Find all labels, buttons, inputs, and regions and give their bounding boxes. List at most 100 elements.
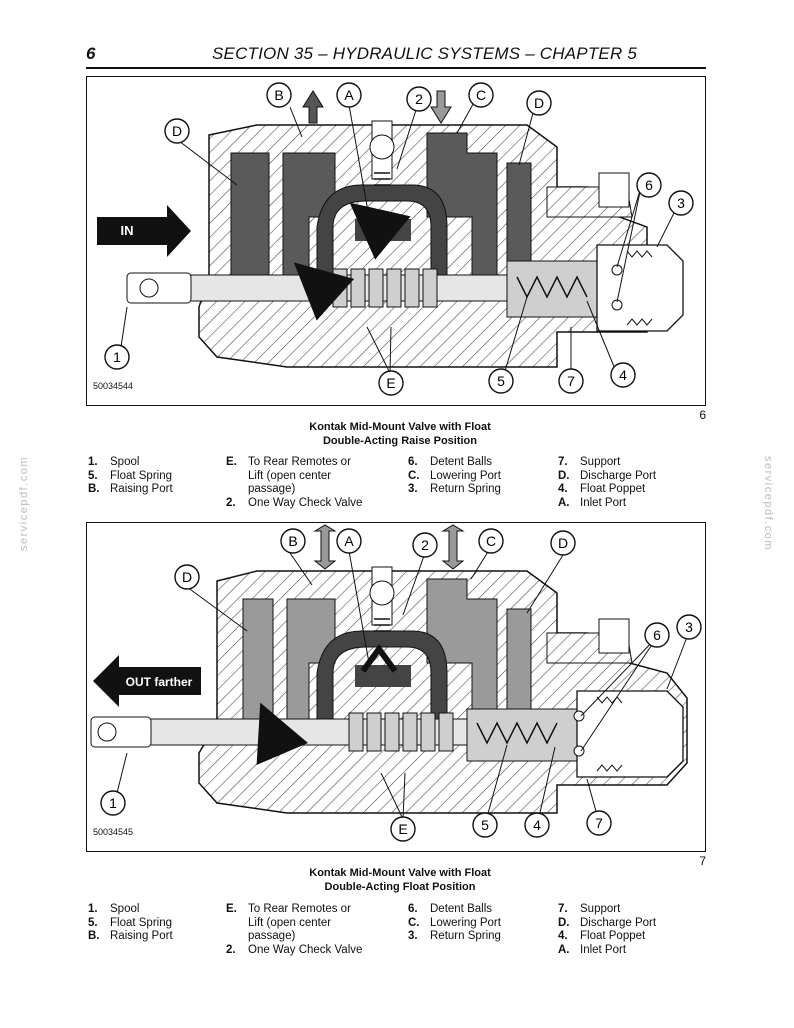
- callout-5: 5: [472, 812, 498, 838]
- svg-text:1: 1: [109, 795, 117, 811]
- svg-text:7: 7: [595, 815, 603, 831]
- callout-6: 6: [636, 172, 662, 198]
- callout-a: A: [336, 82, 362, 108]
- legend-item: E.To Rear Remotes or Lift (open center p…: [226, 903, 351, 942]
- legend-column-3: 6.Detent Balls C.Lowering Port 3.Return …: [408, 456, 501, 497]
- callout-b: B: [280, 528, 306, 554]
- valve-diagram-float: OUT farther B A 2 C D D 6 3 1 E 5 4: [90, 524, 702, 842]
- svg-text:D: D: [534, 95, 544, 111]
- svg-text:B: B: [288, 533, 297, 549]
- page-header: 6 SECTION 35 – HYDRAULIC SYSTEMS – CHAPT…: [86, 44, 706, 66]
- legend-column-4: 7.Support D.Discharge Port 4.Float Poppe…: [558, 903, 656, 957]
- svg-text:7: 7: [567, 373, 575, 389]
- raising-flow-arrow: [313, 524, 337, 570]
- svg-text:5: 5: [481, 817, 489, 833]
- callout-3: 3: [676, 614, 702, 640]
- callout-3: 3: [668, 190, 694, 216]
- valve-diagram-raise: IN B A 2 C D D 6 3 1 E 5 7: [97, 82, 694, 396]
- legend-item: D.Discharge Port: [558, 916, 657, 929]
- svg-text:2: 2: [421, 537, 429, 553]
- svg-text:C: C: [486, 533, 496, 549]
- svg-text:4: 4: [533, 817, 541, 833]
- page-number: 6: [86, 44, 96, 63]
- callout-c: C: [478, 528, 504, 554]
- float-poppet-housing: [466, 708, 578, 762]
- svg-text:A: A: [344, 87, 354, 103]
- caption-line-1: Kontak Mid-Mount Valve with Float: [309, 421, 491, 433]
- flow-arrow-1: [360, 643, 398, 673]
- figure-float-position: OUT farther B A 2 C D D 6 3 1 E 5 4: [86, 522, 706, 852]
- callout-1: 1: [104, 344, 130, 370]
- callout-b: B: [266, 82, 292, 108]
- figure-code: 50034545: [93, 827, 134, 837]
- legend-column-1: 1.Spool 5.Float Spring B.Raising Port: [88, 903, 173, 944]
- lowering-flow-arrow: [430, 90, 452, 124]
- legend-item: 6.Detent Balls: [408, 456, 493, 468]
- svg-text:3: 3: [685, 619, 693, 635]
- callout-4: 4: [524, 812, 550, 838]
- legend-column-3: 6.Detent Balls C.Lowering Port 3.Return …: [408, 903, 501, 944]
- legend-item: 6.Detent Balls: [408, 903, 493, 915]
- discharge-port-right: [506, 162, 532, 274]
- flow-arrow-2: [293, 262, 355, 321]
- legend-column-2: E.To Rear Remotes or Lift (open center p…: [226, 903, 362, 957]
- inlet-core: [355, 665, 411, 687]
- callout-a: A: [336, 528, 362, 554]
- callout-2: 2: [412, 532, 438, 558]
- callout-7: 7: [558, 368, 584, 394]
- legend-item: E.To Rear Remotes or Lift (open center p…: [226, 456, 351, 495]
- header-rule: [86, 67, 706, 69]
- legend-item: A.Inlet Port: [558, 943, 627, 956]
- watermark-right: servicepdf.com: [762, 456, 774, 551]
- caption-line-2: Double-Acting Float Position: [324, 881, 476, 893]
- flow-arrow-2: [256, 702, 309, 766]
- in-arrow-label: IN: [121, 223, 134, 238]
- svg-text:3: 3: [677, 195, 685, 211]
- callout-d-right: D: [550, 530, 576, 556]
- support-cap: [576, 690, 684, 778]
- callout-5: 5: [488, 368, 514, 394]
- discharge-port-left: [242, 598, 274, 730]
- callout-d-left: D: [174, 564, 200, 590]
- svg-text:E: E: [386, 375, 395, 391]
- legend: 1.Spool 5.Float Spring B.Raising Port E.…: [86, 456, 706, 516]
- legend-item: 4.Float Poppet: [558, 930, 646, 942]
- support-cap: [596, 244, 684, 332]
- section-title: SECTION 35 – HYDRAULIC SYSTEMS – CHAPTER…: [212, 44, 638, 63]
- spool-eye: [126, 272, 192, 304]
- callout-d-left: D: [164, 118, 190, 144]
- svg-text:1: 1: [113, 349, 121, 365]
- svg-text:D: D: [172, 123, 182, 139]
- svg-text:A: A: [344, 533, 354, 549]
- callout-e: E: [390, 816, 416, 842]
- legend-column-1: 1.Spool 5.Float Spring B.Raising Port: [88, 456, 173, 497]
- figure-caption: Kontak Mid-Mount Valve with Float Double…: [200, 420, 600, 448]
- float-poppet-housing: [506, 260, 598, 318]
- legend-item: B.Raising Port: [88, 483, 173, 495]
- legend-item: C.Lowering Port: [408, 916, 501, 929]
- out-arrow-label: OUT farther: [126, 675, 193, 689]
- watermark-left: servicepdf.com: [18, 456, 30, 551]
- callout-4: 4: [610, 362, 636, 388]
- figure-number: 7: [699, 854, 706, 868]
- callout-e: E: [378, 370, 404, 396]
- callout-d-right: D: [526, 90, 552, 116]
- caption-line-2: Double-Acting Raise Position: [322, 435, 477, 447]
- callout-c: C: [468, 82, 494, 108]
- figure-code: 50034544: [93, 381, 134, 391]
- legend-item: 2.One Way Check Valve: [226, 496, 363, 509]
- flow-arrow-1: [349, 202, 411, 260]
- legend-item: D.Discharge Port: [558, 469, 657, 482]
- svg-text:2: 2: [415, 91, 423, 107]
- caption-line-1: Kontak Mid-Mount Valve with Float: [309, 867, 491, 879]
- legend-item: B.Raising Port: [88, 930, 173, 942]
- legend-item: 3.Return Spring: [408, 483, 501, 495]
- callout-2: 2: [406, 86, 432, 112]
- lowering-flow-arrow: [441, 524, 465, 570]
- callout-6: 6: [644, 622, 670, 648]
- figure-caption: Kontak Mid-Mount Valve with Float Double…: [200, 866, 600, 894]
- svg-text:5: 5: [497, 373, 505, 389]
- svg-text:B: B: [274, 87, 283, 103]
- legend-item: A.Inlet Port: [558, 496, 627, 509]
- svg-text:C: C: [476, 87, 486, 103]
